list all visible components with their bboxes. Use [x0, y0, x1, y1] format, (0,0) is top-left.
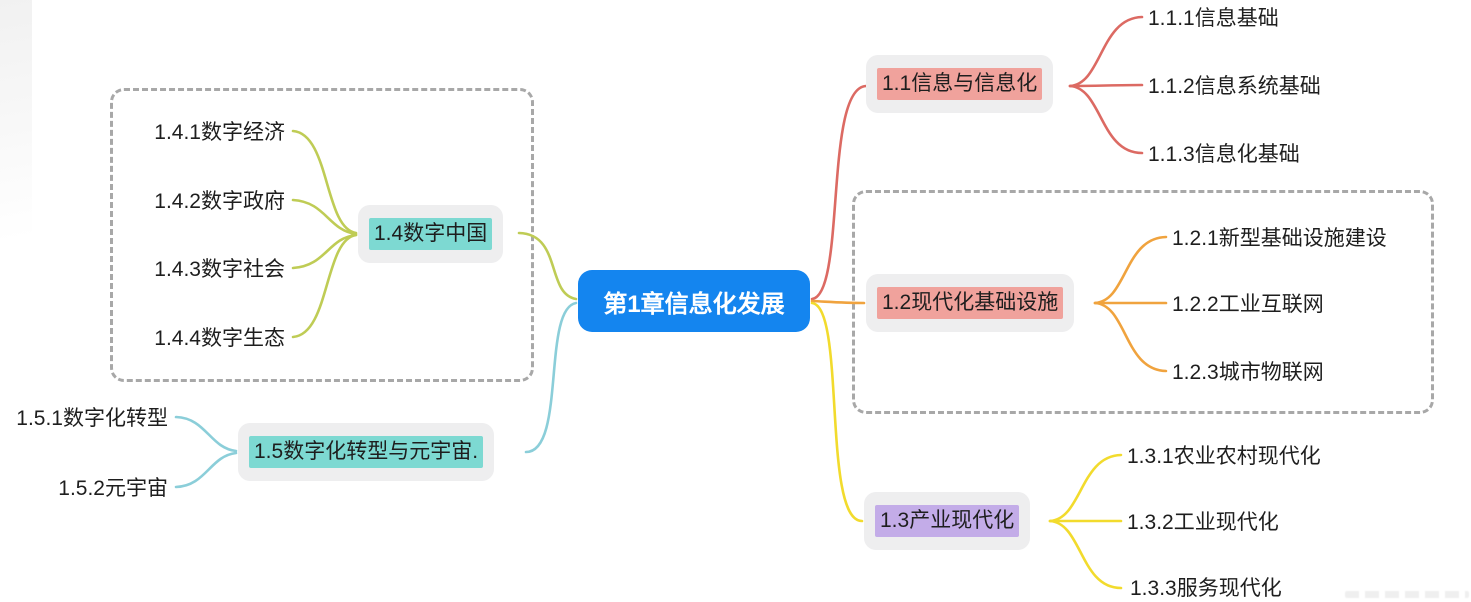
- node-1-2-label: 1.2现代化基础设施: [877, 286, 1064, 320]
- node-1-5[interactable]: 1.5数字化转型与元宇宙.: [238, 423, 495, 481]
- leaf-1-2-2[interactable]: 1.2.2工业互联网: [1172, 293, 1324, 316]
- leaf-1-3-1[interactable]: 1.3.1农业农村现代化: [1127, 445, 1321, 468]
- screen-edge-artifact: [0, 0, 32, 238]
- connector-root-to-1-2: [810, 299, 866, 305]
- node-1-3[interactable]: 1.3产业现代化: [864, 492, 1031, 550]
- connector-1-4-4-to-1-4: [291, 233, 358, 339]
- connector-root-to-1-4: [517, 231, 578, 301]
- connector-1-2-to-1-2-3: [1093, 301, 1168, 373]
- leaf-1-4-2[interactable]: 1.4.2数字政府: [154, 190, 285, 213]
- connector-1-5-1-to-1-5: [174, 415, 238, 453]
- connector-1-1-to-1-1-1: [1068, 15, 1144, 88]
- leaf-1-5-2[interactable]: 1.5.2元宇宙: [58, 477, 168, 500]
- connector-1-1-to-1-1-3: [1068, 84, 1144, 155]
- connector-root-to-1-3: [810, 301, 864, 523]
- node-1-2[interactable]: 1.2现代化基础设施: [866, 274, 1075, 332]
- node-1-1[interactable]: 1.1信息与信息化: [866, 55, 1054, 113]
- connector-root-to-1-5: [524, 301, 578, 454]
- leaf-1-3-2[interactable]: 1.3.2工业现代化: [1127, 511, 1279, 534]
- connector-1-4-3-to-1-4: [291, 233, 358, 270]
- node-1-4[interactable]: 1.4数字中国: [358, 205, 504, 263]
- connector-1-5-2-to-1-5: [174, 451, 238, 489]
- connector-1-3-to-1-3-3: [1048, 519, 1123, 590]
- connector-1-2-to-1-2-1: [1093, 235, 1168, 305]
- node-1-1-label: 1.1信息与信息化: [877, 67, 1043, 101]
- node-root[interactable]: 第1章信息化发展: [578, 270, 810, 332]
- node-1-5-label: 1.5数字化转型与元宇宙.: [249, 435, 484, 469]
- connector-1-3-to-1-3-1: [1048, 453, 1123, 523]
- connector-1-4-2-to-1-4: [291, 198, 358, 236]
- node-1-4-label: 1.4数字中国: [369, 217, 493, 251]
- watermark-fragment: [1345, 591, 1469, 598]
- leaf-1-1-2[interactable]: 1.1.2信息系统基础: [1148, 75, 1321, 98]
- leaf-1-2-1[interactable]: 1.2.1新型基础设施建设: [1172, 227, 1387, 250]
- connector-root-to-1-1: [810, 84, 868, 301]
- leaf-1-1-3[interactable]: 1.1.3信息化基础: [1148, 143, 1300, 166]
- leaf-1-4-3[interactable]: 1.4.3数字社会: [154, 258, 285, 281]
- leaf-1-5-1[interactable]: 1.5.1数字化转型: [16, 407, 168, 430]
- leaf-1-3-3[interactable]: 1.3.3服务现代化: [1130, 577, 1282, 600]
- leaf-1-2-3[interactable]: 1.2.3城市物联网: [1172, 361, 1324, 384]
- node-1-3-label: 1.3产业现代化: [875, 504, 1020, 538]
- leaf-1-1-1[interactable]: 1.1.1信息基础: [1148, 7, 1279, 30]
- leaf-1-4-4[interactable]: 1.4.4数字生态: [154, 327, 285, 350]
- connector-1-4-1-to-1-4: [291, 129, 358, 235]
- leaf-1-4-1[interactable]: 1.4.1数字经济: [154, 121, 285, 144]
- connector-1-1-to-1-1-2: [1068, 83, 1144, 88]
